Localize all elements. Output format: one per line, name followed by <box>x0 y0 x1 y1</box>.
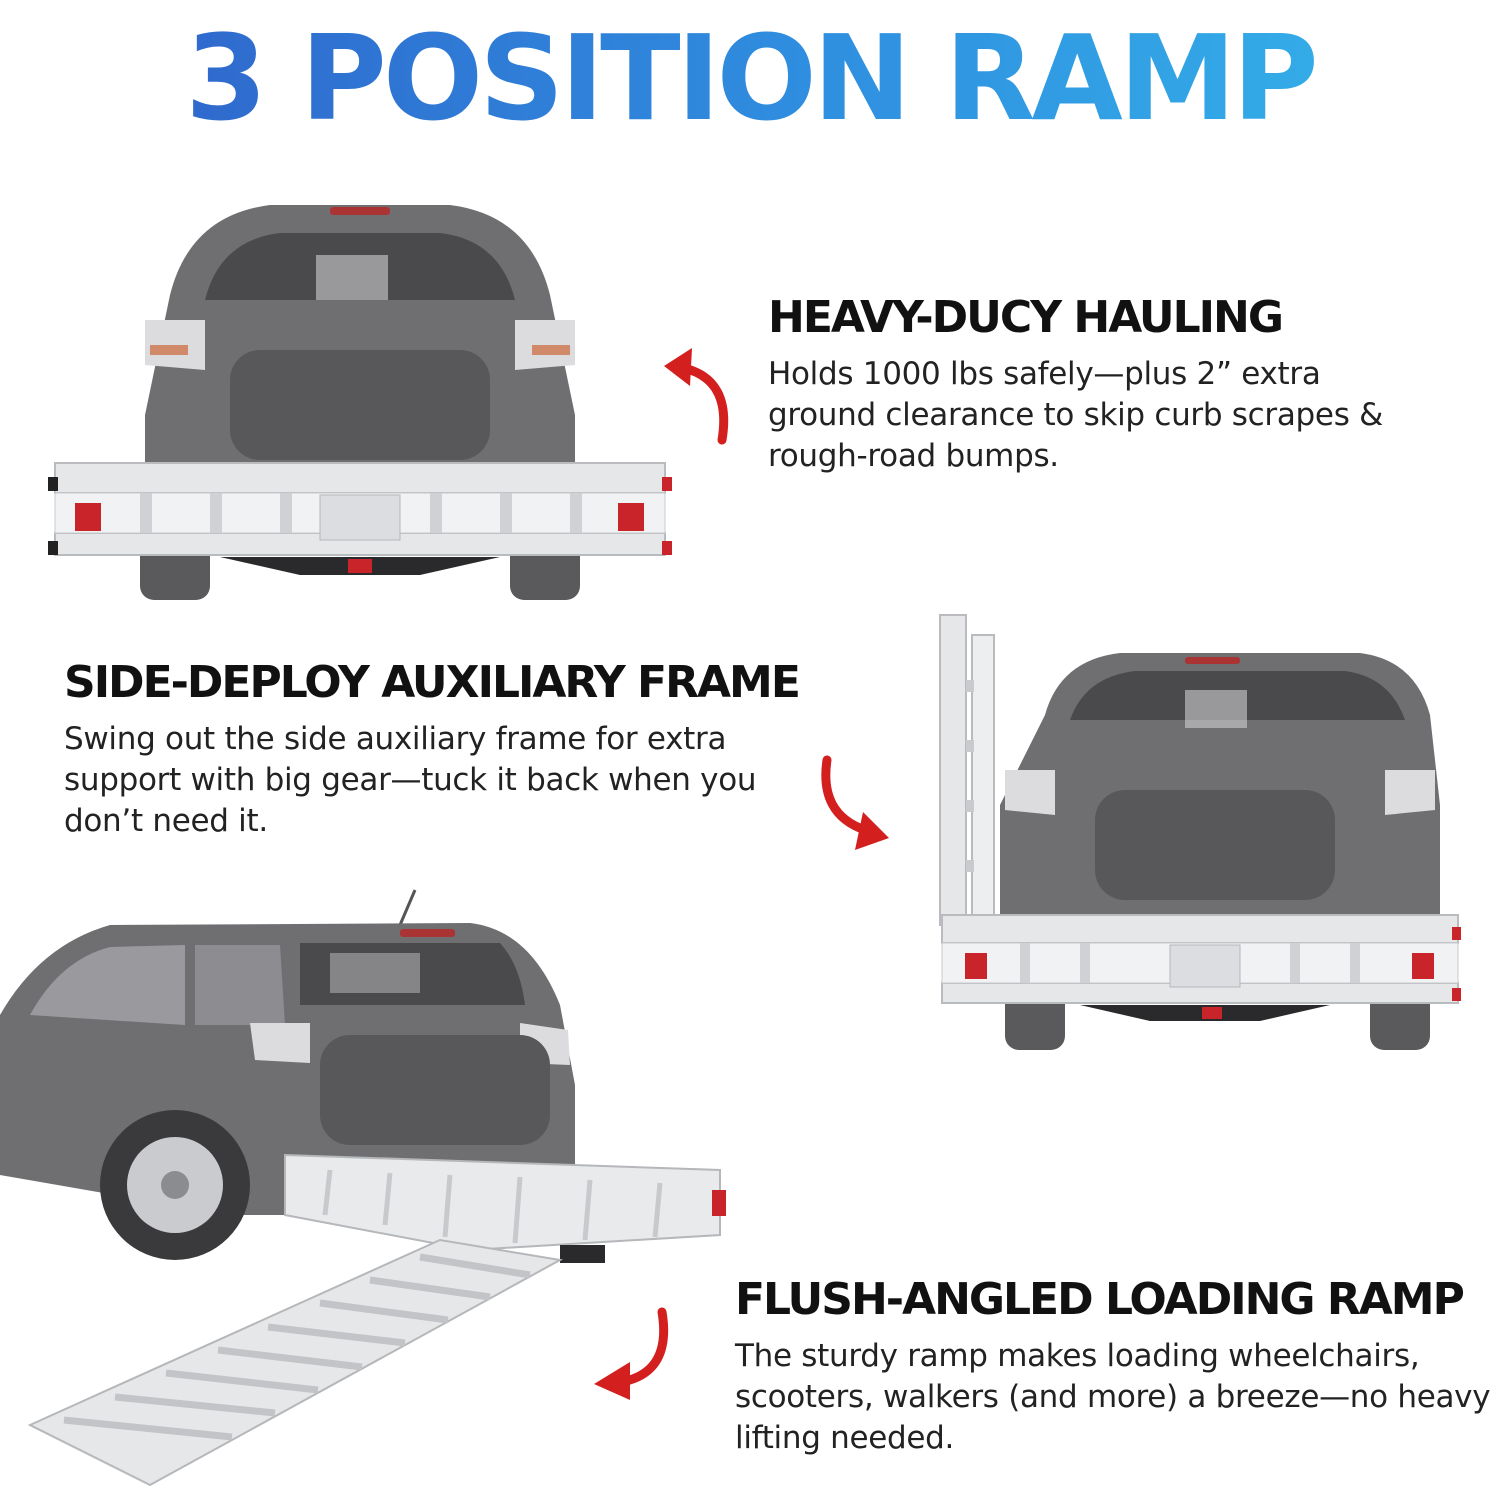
feature-side-deploy-frame: SIDE-DEPLOY AUXILIARY FRAME Swing out th… <box>64 655 864 842</box>
curved-arrow-icon <box>821 755 889 850</box>
feature-heavy-duty-hauling: HEAVY-DUCY HAULING Holds 1000 lbs safely… <box>768 290 1468 477</box>
suv-side-frame-illustration <box>939 614 1461 1050</box>
feature-heading: SIDE-DEPLOY AUXILIARY FRAME <box>64 657 801 708</box>
page-title: 3 POSITION RAMP <box>0 8 1500 148</box>
suv-loading-ramp-illustration <box>0 889 726 1487</box>
feature-description: Holds 1000 lbs safely—plus 2” extra grou… <box>768 356 1383 474</box>
feature-description: The sturdy ramp makes loading wheelchair… <box>735 1338 1491 1456</box>
feature-flush-angled-ramp: FLUSH-ANGLED LOADING RAMP The sturdy ram… <box>735 1272 1495 1459</box>
suv-rear-carrier-illustration <box>48 205 672 600</box>
curved-arrow-icon <box>664 348 729 445</box>
curved-arrow-icon <box>594 1307 669 1400</box>
feature-heading: FLUSH-ANGLED LOADING RAMP <box>735 1274 1465 1325</box>
feature-heading: HEAVY-DUCY HAULING <box>768 292 1284 343</box>
feature-description: Swing out the side auxiliary frame for e… <box>64 721 757 839</box>
